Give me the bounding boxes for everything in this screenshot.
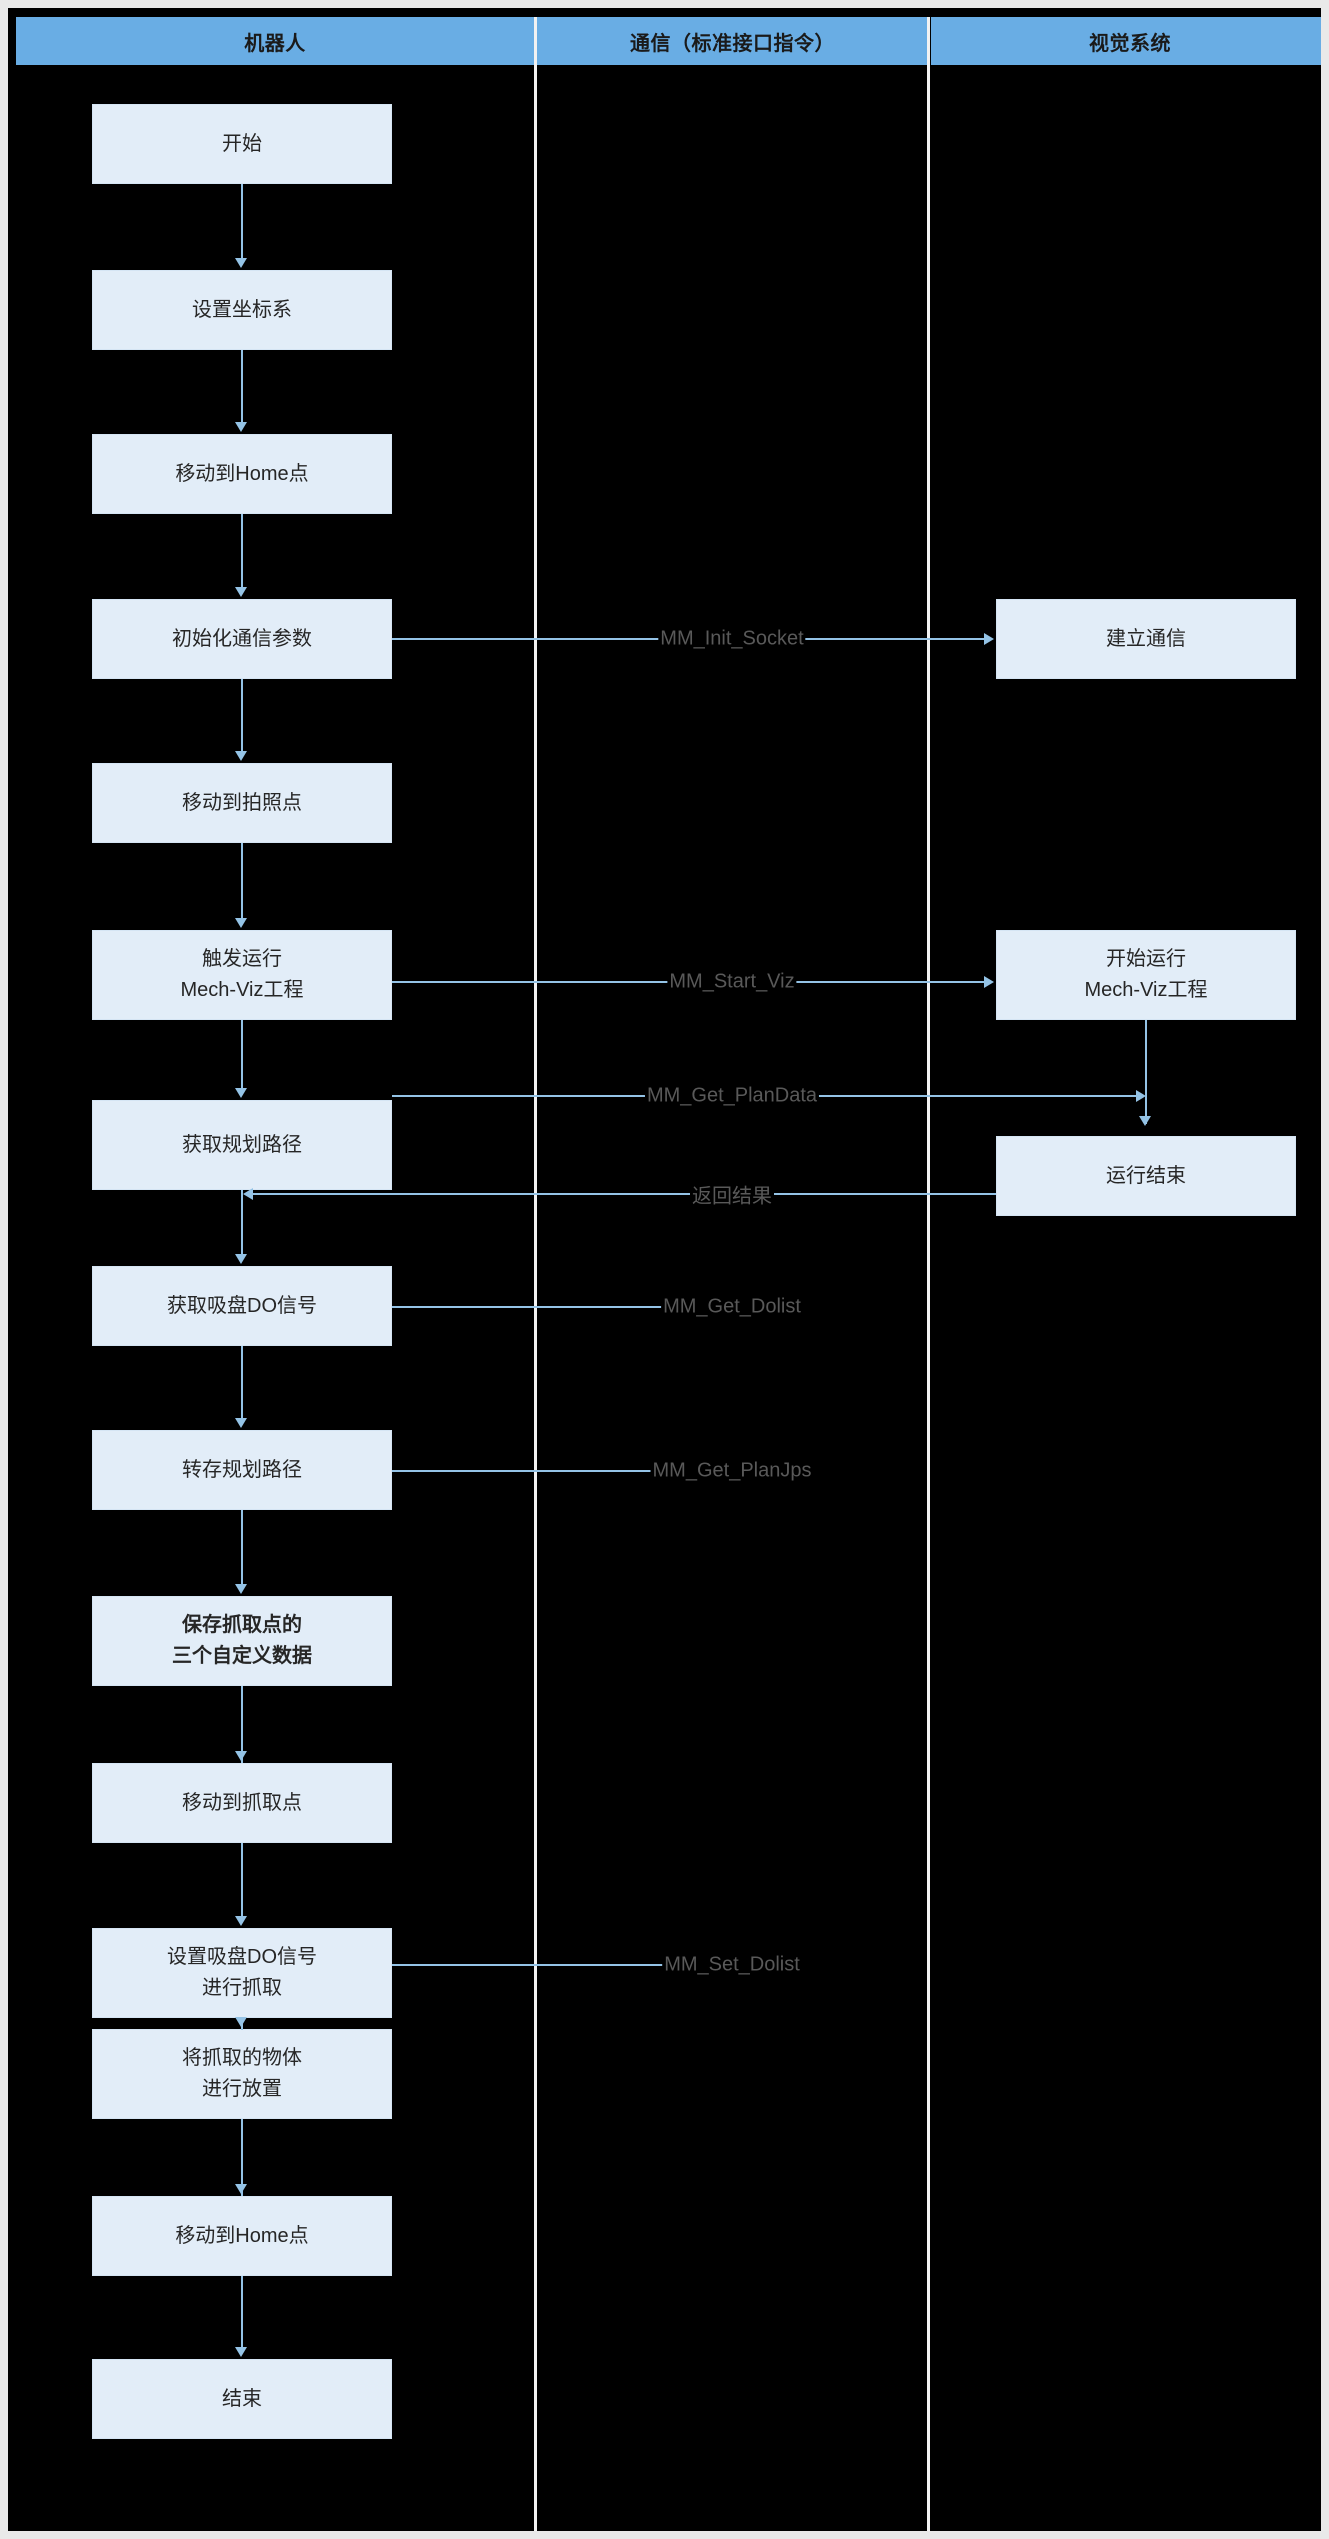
node-store-path-line-0: 转存规划路径 (182, 1458, 302, 1481)
node-run-finished-line-0: 运行结束 (1106, 1164, 1186, 1187)
connector-get-path-to-get-do (241, 1190, 243, 1254)
message-line-get-planjps (392, 1470, 724, 1472)
message-label-get-planjps: MM_Get_PlanJps (650, 1459, 814, 1483)
arrowhead-place (235, 2017, 247, 2027)
lane-header-vision-label: 视觉系统 (1089, 32, 1171, 55)
arrowhead-return-result (243, 1188, 253, 1200)
connector-move-home-1-to-init-comm (241, 514, 243, 589)
connector-run-viz-to-run-finished (1145, 1020, 1147, 1124)
arrowhead-init-comm (235, 587, 247, 597)
node-store-path[interactable]: 转存规划路径 (92, 1430, 392, 1510)
node-get-path[interactable]: 获取规划路径 (92, 1100, 392, 1190)
node-set-do-line-0: 设置吸盘DO信号 (167, 1946, 317, 1968)
connector-move-pick-to-set-do (241, 1843, 243, 1918)
connector-store-path-to-save-custom (241, 1510, 243, 1586)
node-move-pick-line-0: 移动到抓取点 (182, 1791, 302, 1814)
node-establish-comm-line-0: 建立通信 (1106, 627, 1186, 650)
node-get-do-line-0: 获取吸盘DO信号 (167, 1294, 317, 1317)
node-set-frame-line-0: 设置坐标系 (192, 298, 292, 321)
node-move-photo[interactable]: 移动到拍照点 (92, 763, 392, 843)
node-set-do[interactable]: 设置吸盘DO信号 进行抓取 (92, 1928, 392, 2018)
arrowhead-set-frame (235, 258, 247, 268)
message-label-init-socket: MM_Init_Socket (658, 627, 806, 651)
connector-move-photo-to-trigger-viz (241, 843, 243, 920)
message-label-get-dolist: MM_Get_Dolist (661, 1295, 803, 1319)
arrowhead-move-home-2 (235, 2184, 247, 2194)
arrowhead-get-path (235, 1088, 247, 1098)
lane-header-robot: 机器人 (16, 17, 534, 65)
message-label-set-dolist: MM_Set_Dolist (662, 1953, 802, 1977)
node-get-path-line-0: 获取规划路径 (182, 1133, 302, 1156)
node-run-viz-line-0: 开始运行 (1106, 948, 1186, 970)
node-save-custom[interactable]: 保存抓取点的 三个自定义数据 (92, 1596, 392, 1686)
node-start[interactable]: 开始 (92, 104, 392, 184)
message-line-return-result (253, 1193, 996, 1195)
lane-header-communication-label: 通信（标准接口指令） (630, 32, 835, 55)
node-start-line-0: 开始 (222, 132, 262, 155)
node-move-home-2-line-0: 移动到Home点 (175, 2224, 309, 2247)
connector-trigger-viz-to-get-path (241, 1020, 243, 1090)
node-end[interactable]: 结束 (92, 2359, 392, 2439)
node-trigger-viz-line-0: 触发运行 (202, 948, 282, 970)
node-init-comm[interactable]: 初始化通信参数 (92, 599, 392, 679)
arrowhead-init-socket (984, 633, 994, 645)
node-end-line-0: 结束 (222, 2387, 262, 2410)
connector-init-comm-to-move-photo (241, 679, 243, 753)
node-move-pick[interactable]: 移动到抓取点 (92, 1763, 392, 1843)
message-label-return-result: 返回结果 (690, 1179, 774, 1209)
arrowhead-get-do (235, 1254, 247, 1264)
node-place-line-1: 进行放置 (202, 2078, 282, 2100)
arrowhead-get-plandata (1136, 1090, 1146, 1102)
arrowhead-move-photo (235, 751, 247, 761)
message-label-start-viz: MM_Start_Viz (667, 970, 797, 994)
node-set-do-line-1: 进行抓取 (202, 1977, 282, 1999)
message-line-set-dolist (392, 1964, 724, 1966)
node-set-frame[interactable]: 设置坐标系 (92, 270, 392, 350)
arrowhead-store-path (235, 1418, 247, 1428)
connector-place-to-move-home-2 (241, 2119, 243, 2196)
node-init-comm-line-0: 初始化通信参数 (172, 627, 312, 650)
lane-divider-1 (534, 17, 537, 2531)
arrowhead-save-custom (235, 1584, 247, 1594)
arrowhead-set-do (235, 1916, 247, 1926)
lane-header-communication: 通信（标准接口指令） (537, 17, 928, 65)
node-run-viz-line-1: Mech-Viz工程 (1084, 979, 1208, 1001)
arrowhead-move-home-1 (235, 422, 247, 432)
message-label-get-plandata: MM_Get_PlanData (644, 1084, 820, 1108)
connector-get-do-to-store-path (241, 1346, 243, 1420)
connector-set-frame-to-move-home-1 (241, 350, 243, 424)
arrowhead-move-pick (235, 1751, 247, 1761)
node-get-do[interactable]: 获取吸盘DO信号 (92, 1266, 392, 1346)
swimlane-header: 机器人 通信（标准接口指令） 视觉系统 (16, 17, 1321, 65)
node-move-home-1-line-0: 移动到Home点 (175, 462, 309, 485)
lane-header-robot-label: 机器人 (244, 32, 306, 55)
node-place-line-0: 将抓取的物体 (182, 2047, 302, 2069)
arrowhead-run-finished (1139, 1116, 1151, 1126)
node-trigger-viz-line-1: Mech-Viz工程 (180, 979, 304, 1001)
node-save-custom-line-1: 三个自定义数据 (172, 1645, 312, 1667)
node-place[interactable]: 将抓取的物体 进行放置 (92, 2029, 392, 2119)
node-move-home-2[interactable]: 移动到Home点 (92, 2196, 392, 2276)
node-run-finished[interactable]: 运行结束 (996, 1136, 1296, 1216)
connector-start-to-set-frame (241, 184, 243, 260)
node-run-viz[interactable]: 开始运行 Mech-Viz工程 (996, 930, 1296, 1020)
connector-save-custom-to-move-pick (241, 1686, 243, 1763)
node-trigger-viz[interactable]: 触发运行 Mech-Viz工程 (92, 930, 392, 1020)
arrowhead-trigger-viz (235, 918, 247, 928)
node-move-home-1[interactable]: 移动到Home点 (92, 434, 392, 514)
node-save-custom-line-0: 保存抓取点的 (182, 1614, 302, 1636)
arrowhead-start-viz (984, 976, 994, 988)
lane-header-vision: 视觉系统 (931, 17, 1321, 65)
lane-divider-2 (927, 17, 930, 2531)
arrowhead-end (235, 2347, 247, 2357)
node-establish-comm[interactable]: 建立通信 (996, 599, 1296, 679)
connector-move-home-2-to-end (241, 2276, 243, 2351)
message-line-get-dolist (392, 1306, 724, 1308)
node-move-photo-line-0: 移动到拍照点 (182, 791, 302, 814)
